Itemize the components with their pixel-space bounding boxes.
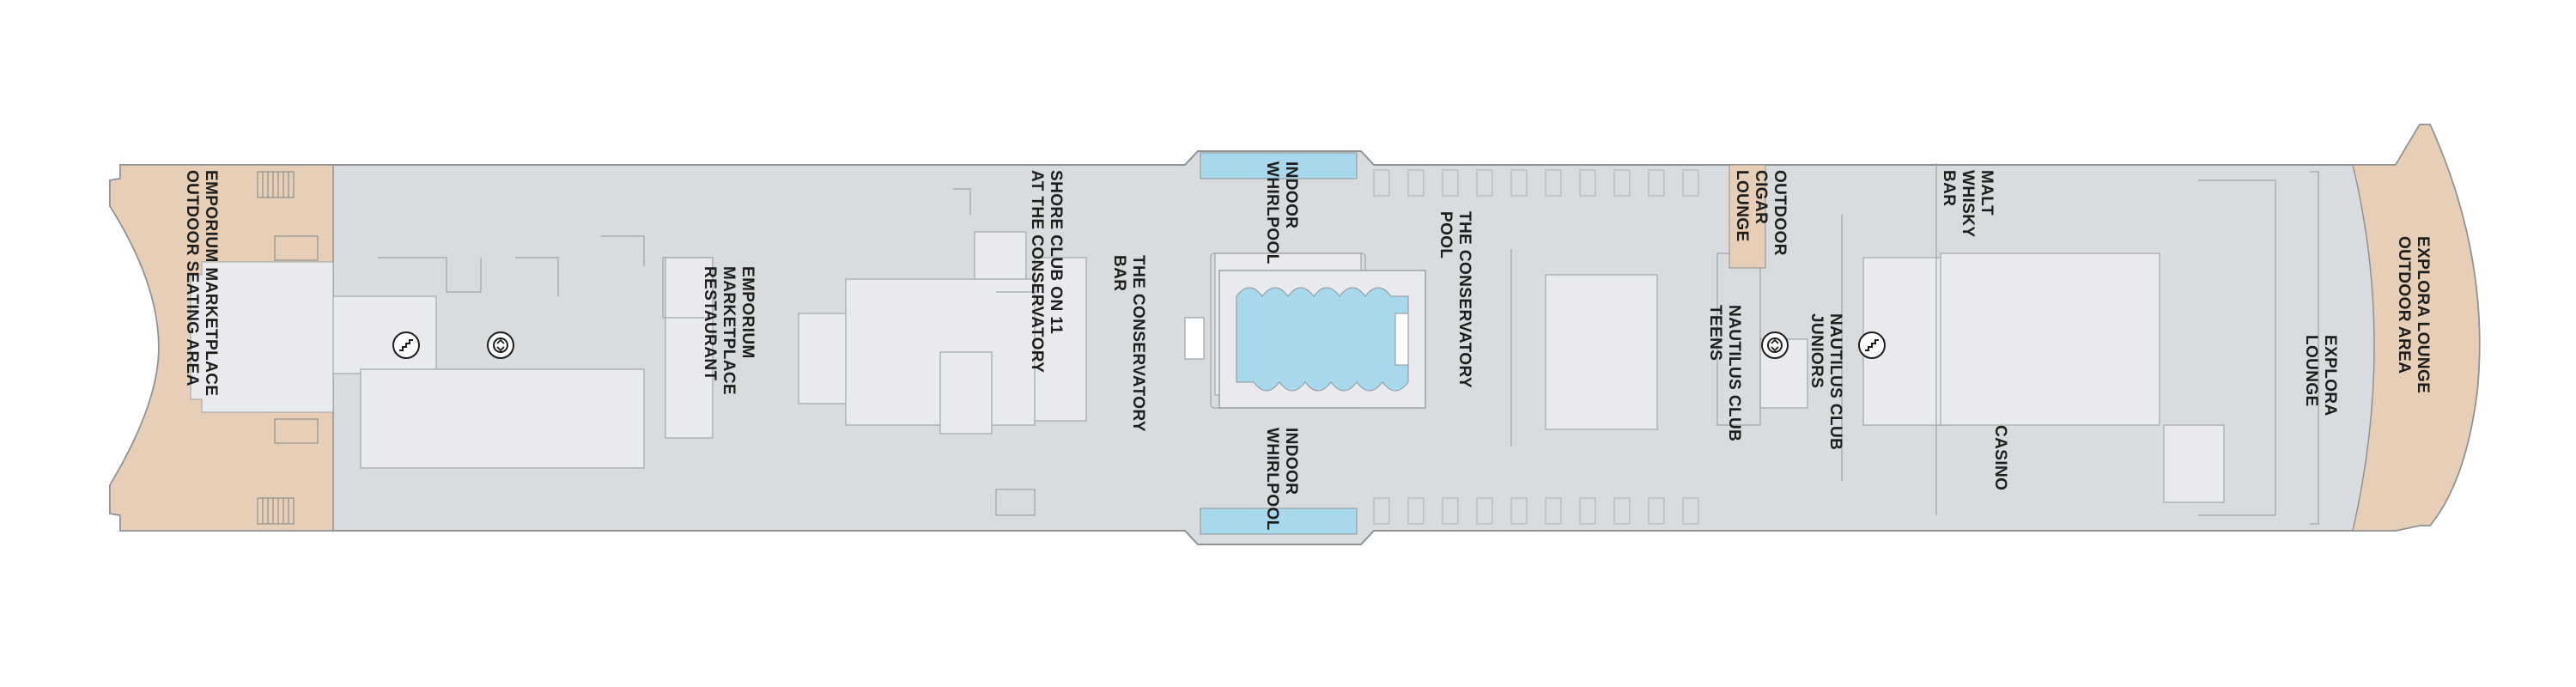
label-conservatory-bar: THE CONSERVATORY BAR (1110, 255, 1147, 432)
label-indoor-whirlpool-bottom: INDOOR WHIRLPOOL (1263, 428, 1300, 531)
aft-stair-hatch (257, 171, 319, 525)
stairs-icon (1857, 331, 1886, 360)
lounger-rows (1373, 169, 1699, 525)
label-conservatory-pool: THE CONSERVATORY POOL (1437, 211, 1473, 388)
label-emporium-outdoor-seating-area: EMPORIUM MARKETPLACE OUTDOOR SEATING ARE… (183, 170, 220, 397)
indoor-whirlpool-top (1200, 152, 1358, 179)
explora-outdoor-area (2352, 124, 2481, 532)
label-outdoor-cigar-lounge: OUTDOOR CIGAR LOUNGE (1733, 170, 1789, 256)
label-emporium-marketplace-restaurant: EMPORIUM MARKETPLACE RESTAURANT (701, 266, 756, 396)
label-malt-whisky-bar: MALT WHISKY BAR (1940, 170, 1996, 238)
label-nautilus-club-teens: NAUTILUS CLUB TEENS (1706, 305, 1743, 442)
label-explora-lounge-outdoor-area: EXPLORA LOUNGE OUTDOOR AREA (2395, 236, 2432, 394)
outdoor-cigar-lounge-area (1728, 164, 1766, 269)
indoor-whirlpool-bottom (1200, 508, 1358, 535)
stairs-icon (392, 331, 421, 360)
conservatory-pool-shape (1184, 270, 1426, 409)
label-shore-club: SHORE CLUB ON 11 AT THE CONSERVATORY (1028, 170, 1065, 374)
label-explora-lounge: EXPLORA LOUNGE (2302, 335, 2339, 416)
elevator-icon (486, 331, 515, 360)
label-indoor-whirlpool-top: INDOOR WHIRLPOOL (1263, 161, 1300, 264)
label-casino: CASINO (1991, 425, 2009, 491)
label-nautilus-club-juniors: NAUTILUS CLUB JUNIORS (1807, 313, 1844, 451)
elevator-icon (1760, 331, 1789, 360)
